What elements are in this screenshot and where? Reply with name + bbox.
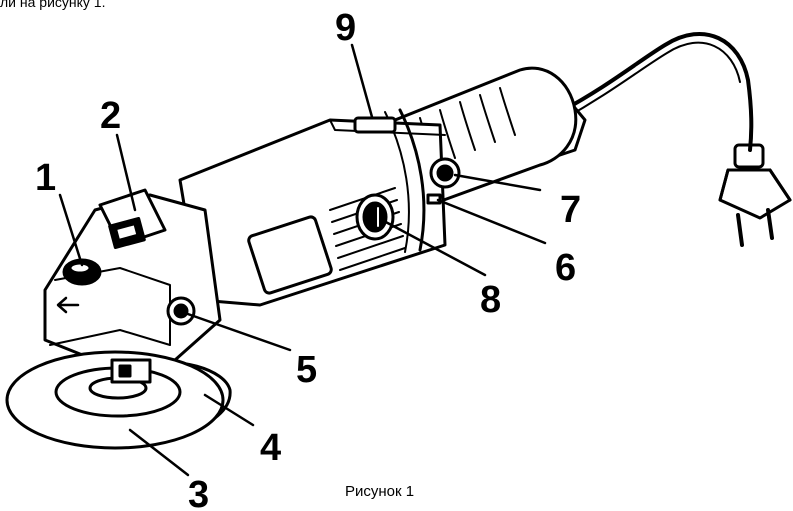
callout-6: 6 bbox=[555, 247, 576, 289]
leader-line-4 bbox=[203, 393, 255, 427]
grinding-disc bbox=[5, 350, 225, 450]
leader-line-2 bbox=[115, 133, 137, 212]
callout-7: 7 bbox=[560, 189, 581, 231]
leader-line-8 bbox=[380, 218, 487, 277]
leader-line-3 bbox=[128, 428, 190, 477]
header-text-fragment: ли на рисунку 1. bbox=[0, 0, 106, 10]
spindle-flange bbox=[110, 358, 152, 384]
lock-button bbox=[429, 157, 461, 189]
callout-5: 5 bbox=[296, 349, 317, 391]
leader-line-6 bbox=[436, 198, 547, 245]
callout-2: 2 bbox=[100, 95, 121, 137]
leader-line-7 bbox=[453, 173, 542, 192]
leader-line-1 bbox=[58, 193, 84, 267]
callout-9: 9 bbox=[335, 7, 356, 49]
spindle-lock-button bbox=[62, 258, 102, 286]
leader-line-5 bbox=[183, 311, 292, 352]
leader-line-9 bbox=[350, 43, 374, 119]
side-window bbox=[247, 215, 333, 295]
rotation-arrow bbox=[56, 296, 80, 314]
sliding-switch bbox=[353, 116, 397, 134]
power-plug bbox=[718, 143, 792, 247]
speed-dial bbox=[355, 193, 395, 241]
switch-collar bbox=[398, 108, 426, 252]
grip-ribs bbox=[419, 87, 516, 166]
power-cord bbox=[558, 32, 754, 152]
callout-4: 4 bbox=[260, 427, 281, 469]
figure-caption: Рисунок 1 bbox=[345, 483, 415, 500]
leader-lines bbox=[58, 43, 547, 477]
indicator bbox=[426, 193, 442, 205]
callout-3: 3 bbox=[188, 474, 209, 511]
top-mount bbox=[98, 188, 167, 250]
callout-8: 8 bbox=[480, 279, 501, 321]
side-handle-socket bbox=[166, 296, 196, 326]
callout-1: 1 bbox=[35, 157, 56, 199]
